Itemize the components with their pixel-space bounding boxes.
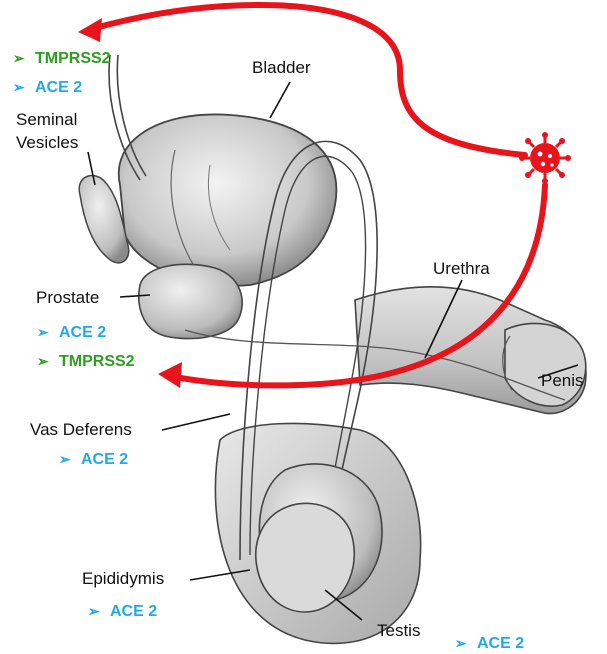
bullet-arrow-icon: ➢ (59, 449, 81, 469)
marker-text: TMPRSS2 (59, 353, 135, 370)
marker-prostate-ace2: ➢ACE 2 (37, 322, 106, 343)
bladder-shape (119, 114, 337, 285)
label-testis: Testis (377, 620, 420, 641)
label-seminal-vesicles-line1: Seminal (16, 109, 77, 130)
coronavirus-icon (519, 132, 571, 184)
prostate-shape (139, 264, 242, 338)
virus-path-arrowhead-bottom (158, 362, 182, 388)
bullet-arrow-icon: ➢ (37, 322, 59, 342)
marker-seminal-tmprss2: ➢TMPRSS2 (13, 48, 111, 69)
label-urethra: Urethra (433, 258, 490, 279)
bullet-arrow-icon: ➢ (455, 633, 477, 653)
marker-text: TMPRSS2 (35, 50, 111, 67)
bullet-arrow-icon: ➢ (13, 48, 35, 68)
marker-seminal-ace2: ➢ACE 2 (13, 77, 82, 98)
label-bladder: Bladder (252, 57, 311, 78)
marker-text: ACE 2 (110, 603, 157, 620)
label-vas-deferens: Vas Deferens (30, 419, 132, 440)
label-seminal-vesicles-line2: Vesicles (16, 132, 78, 153)
marker-text: ACE 2 (477, 635, 524, 652)
marker-epididymis-ace2: ➢ACE 2 (88, 601, 157, 622)
bullet-arrow-icon: ➢ (37, 351, 59, 371)
testis-shape (256, 503, 355, 612)
label-prostate: Prostate (36, 287, 99, 308)
marker-vas-ace2: ➢ACE 2 (59, 449, 128, 470)
glans-shape (505, 323, 586, 406)
bullet-arrow-icon: ➢ (13, 77, 35, 97)
marker-prostate-tmprss2: ➢TMPRSS2 (37, 351, 135, 372)
marker-text: ACE 2 (59, 324, 106, 341)
label-epididymis: Epididymis (82, 568, 164, 589)
bullet-arrow-icon: ➢ (88, 601, 110, 621)
marker-text: ACE 2 (81, 451, 128, 468)
label-penis: Penis (541, 370, 584, 391)
marker-testis-ace2: ➢ACE 2 (455, 633, 524, 654)
marker-text: ACE 2 (35, 79, 82, 96)
virus-path-arrowhead-top (78, 18, 102, 42)
